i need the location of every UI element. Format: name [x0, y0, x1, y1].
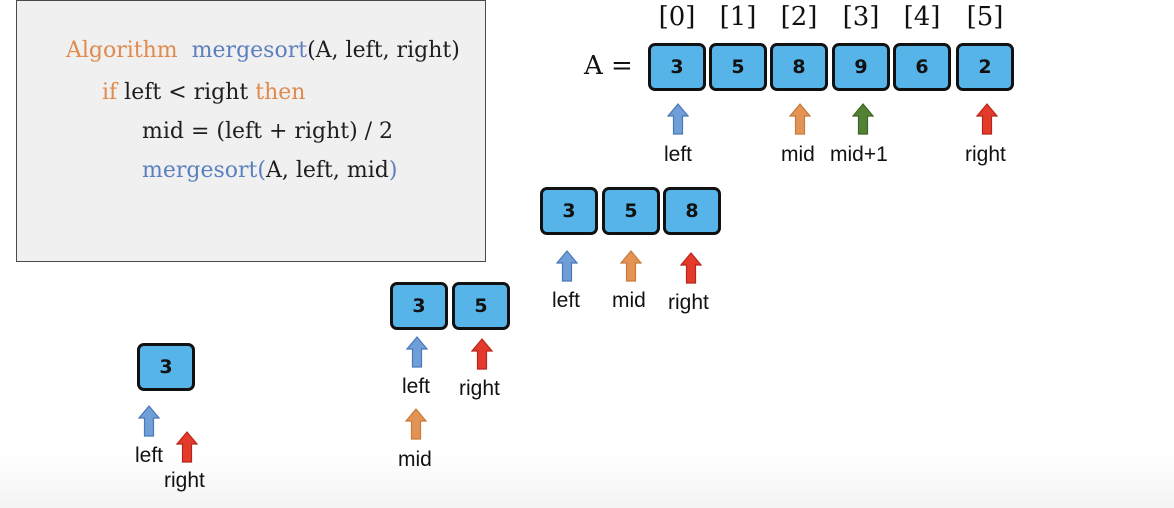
- level4-left-label: left: [135, 444, 164, 467]
- if-condition: left < right: [117, 80, 256, 105]
- array-cell-3: 9: [832, 43, 890, 91]
- code-line-3: mid = (left + right) / 2: [114, 94, 393, 169]
- level3-cell-0: 3: [390, 282, 448, 330]
- index-2: [2]: [780, 2, 818, 32]
- level3-left-label: left: [402, 375, 431, 398]
- level2-mid-arrow-icon: [620, 250, 642, 282]
- function-name: mergesort: [191, 38, 308, 63]
- level3-cell-1: 5: [452, 282, 510, 330]
- level2-left-label: left: [552, 289, 581, 312]
- array-cell-4: 6: [893, 43, 951, 91]
- level2-right-arrow-icon: [680, 252, 702, 284]
- mid-assignment: mid = (left + right) / 2: [141, 119, 394, 144]
- mid-plus-one-pointer-label: mid+1: [830, 143, 888, 166]
- recursive-call-name: mergesort(: [141, 158, 266, 183]
- left-pointer-label: left: [664, 143, 693, 166]
- level4-right-label: right: [164, 469, 205, 492]
- recursive-call-args: A, left, mid: [265, 158, 389, 183]
- code-line-2: if left < right then: [74, 55, 305, 130]
- if-keyword: if: [101, 80, 118, 105]
- index-5: [5]: [966, 2, 1004, 32]
- index-3: [3]: [842, 2, 880, 32]
- array-cell-5: 2: [956, 43, 1014, 91]
- array-cell-1: 5: [709, 43, 767, 91]
- recursive-call-close: ): [388, 158, 398, 183]
- array-label: A =: [584, 51, 633, 81]
- mid-plus-one-pointer-arrow-icon: [852, 103, 874, 135]
- index-1: [1]: [719, 2, 757, 32]
- level3-right-label: right: [459, 377, 500, 400]
- array-cell-0: 3: [648, 43, 706, 91]
- level4-cell-0: 3: [137, 343, 195, 391]
- level3-mid-label: mid: [398, 448, 432, 471]
- left-pointer-arrow-icon: [667, 103, 689, 135]
- level2-cell-2: 8: [663, 187, 721, 235]
- function-args: (A, left, right): [307, 38, 460, 63]
- pseudocode-box: Algorithm mergesort(A, left, right) if l…: [16, 0, 486, 262]
- code-line-4: mergesort(A, left, mid): [114, 133, 397, 208]
- level2-cell-1: 5: [602, 187, 660, 235]
- array-cell-2: 8: [770, 43, 828, 91]
- level2-mid-label: mid: [612, 289, 646, 312]
- level2-right-label: right: [668, 291, 709, 314]
- algorithm-keyword: Algorithm: [65, 38, 178, 63]
- level3-left-arrow-icon: [406, 336, 428, 368]
- right-pointer-arrow-icon: [976, 103, 998, 135]
- index-4: [4]: [903, 2, 941, 32]
- mid-pointer-arrow-icon: [789, 103, 811, 135]
- right-pointer-label: right: [965, 143, 1006, 166]
- level4-left-arrow-icon: [138, 405, 160, 437]
- level3-right-arrow-icon: [471, 338, 493, 370]
- level4-right-arrow-icon: [176, 431, 198, 463]
- index-0: [0]: [658, 2, 696, 32]
- level2-cell-0: 3: [540, 187, 598, 235]
- code-line-1: Algorithm mergesort(A, left, right): [38, 13, 460, 88]
- mid-pointer-label: mid: [781, 143, 815, 166]
- then-keyword: then: [255, 80, 306, 105]
- level2-left-arrow-icon: [556, 250, 578, 282]
- level3-mid-arrow-icon: [405, 408, 427, 440]
